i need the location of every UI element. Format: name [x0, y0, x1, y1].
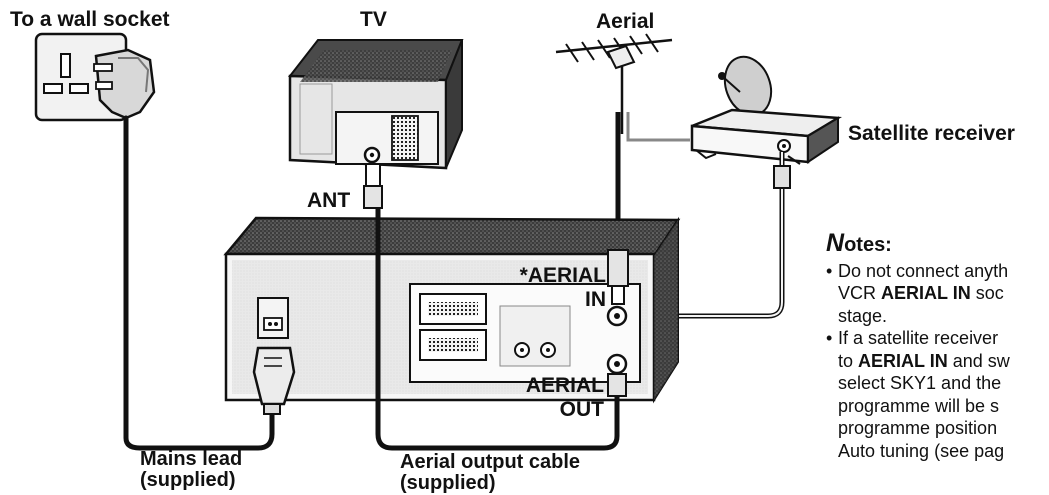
- note-emphasis: AERIAL IN: [858, 350, 948, 371]
- aerial-out-label: AERIAL OUT: [500, 374, 604, 422]
- aerial-plug: [607, 249, 629, 305]
- note-bullet: •: [826, 260, 833, 281]
- note-text: and sw: [947, 350, 1010, 371]
- note-emphasis: AERIAL IN: [881, 283, 971, 303]
- aerial-label: Aerial: [596, 10, 655, 33]
- aerial-output-cable-label-line2: (supplied): [400, 472, 496, 494]
- note-line: VCR AERIAL IN soc: [838, 282, 1049, 305]
- note-line: to AERIAL IN and sw: [838, 350, 1049, 373]
- tv-set: [287, 39, 464, 170]
- aerial-antenna: [555, 33, 673, 134]
- note-text: soc: [970, 283, 1004, 303]
- aerial-output-plug-tv: [363, 163, 383, 209]
- aerial-out-label-line1: AERIAL: [525, 374, 604, 397]
- mains-lead-cable: [123, 115, 275, 451]
- aerial-in-label-line2: IN: [585, 288, 606, 311]
- mains-lead-label-line1: Mains lead: [140, 448, 243, 470]
- note-text: to: [838, 350, 859, 371]
- aerial-out-label-line2: OUT: [559, 398, 604, 421]
- note-line: Do not connect anyth: [838, 260, 1009, 281]
- aerial-in-label-line1: *AERIAL: [519, 264, 606, 287]
- vcr-mains-plug: [252, 346, 296, 415]
- aerial-in-label: *AERIAL IN: [504, 264, 606, 312]
- aerial-output-plug-vcr: [607, 373, 627, 397]
- satellite-receiver: [690, 108, 843, 165]
- aerial-output-cable-label-line1: Aerial output cable: [400, 451, 581, 473]
- tv-label: TV: [360, 8, 387, 31]
- note-line: programme will be s: [838, 395, 1000, 416]
- note-item-1: • Do not connect anyth VCR AERIAL IN soc…: [826, 260, 1049, 328]
- note-bullet: •: [826, 328, 833, 348]
- notes-panel: Notes: • Do not connect anyth VCR AERIAL…: [826, 232, 1049, 462]
- note-line: stage.: [838, 305, 888, 326]
- note-line: select SKY1 and the: [838, 373, 1002, 393]
- mains-plug: [93, 48, 156, 120]
- vcr-mains-inlet: [257, 297, 289, 339]
- mains-lead-label: Mains lead (supplied): [140, 449, 242, 491]
- note-line: If a satellite receiver: [838, 328, 999, 348]
- note-text: VCR: [838, 283, 882, 303]
- aerial-output-cable: [375, 200, 620, 451]
- aerial-output-cable-label: Aerial output cable (supplied): [400, 452, 580, 494]
- wall-socket-label: To a wall socket: [10, 8, 170, 31]
- satellite-receiver-label: Satellite receiver: [848, 122, 1015, 145]
- note-line: programme position: [838, 418, 998, 438]
- mains-lead-label-line2: (supplied): [140, 469, 236, 491]
- ant-label: ANT: [307, 189, 351, 212]
- note-item-2: • If a satellite receiver to AERIAL IN a…: [826, 327, 1049, 462]
- notes-title-initial: N: [826, 232, 845, 257]
- notes-title: Notes:: [826, 232, 1049, 257]
- note-line: Auto tuning (see pag: [838, 440, 1005, 461]
- notes-title-rest: otes:: [844, 234, 892, 256]
- vcr-unit: [223, 216, 681, 404]
